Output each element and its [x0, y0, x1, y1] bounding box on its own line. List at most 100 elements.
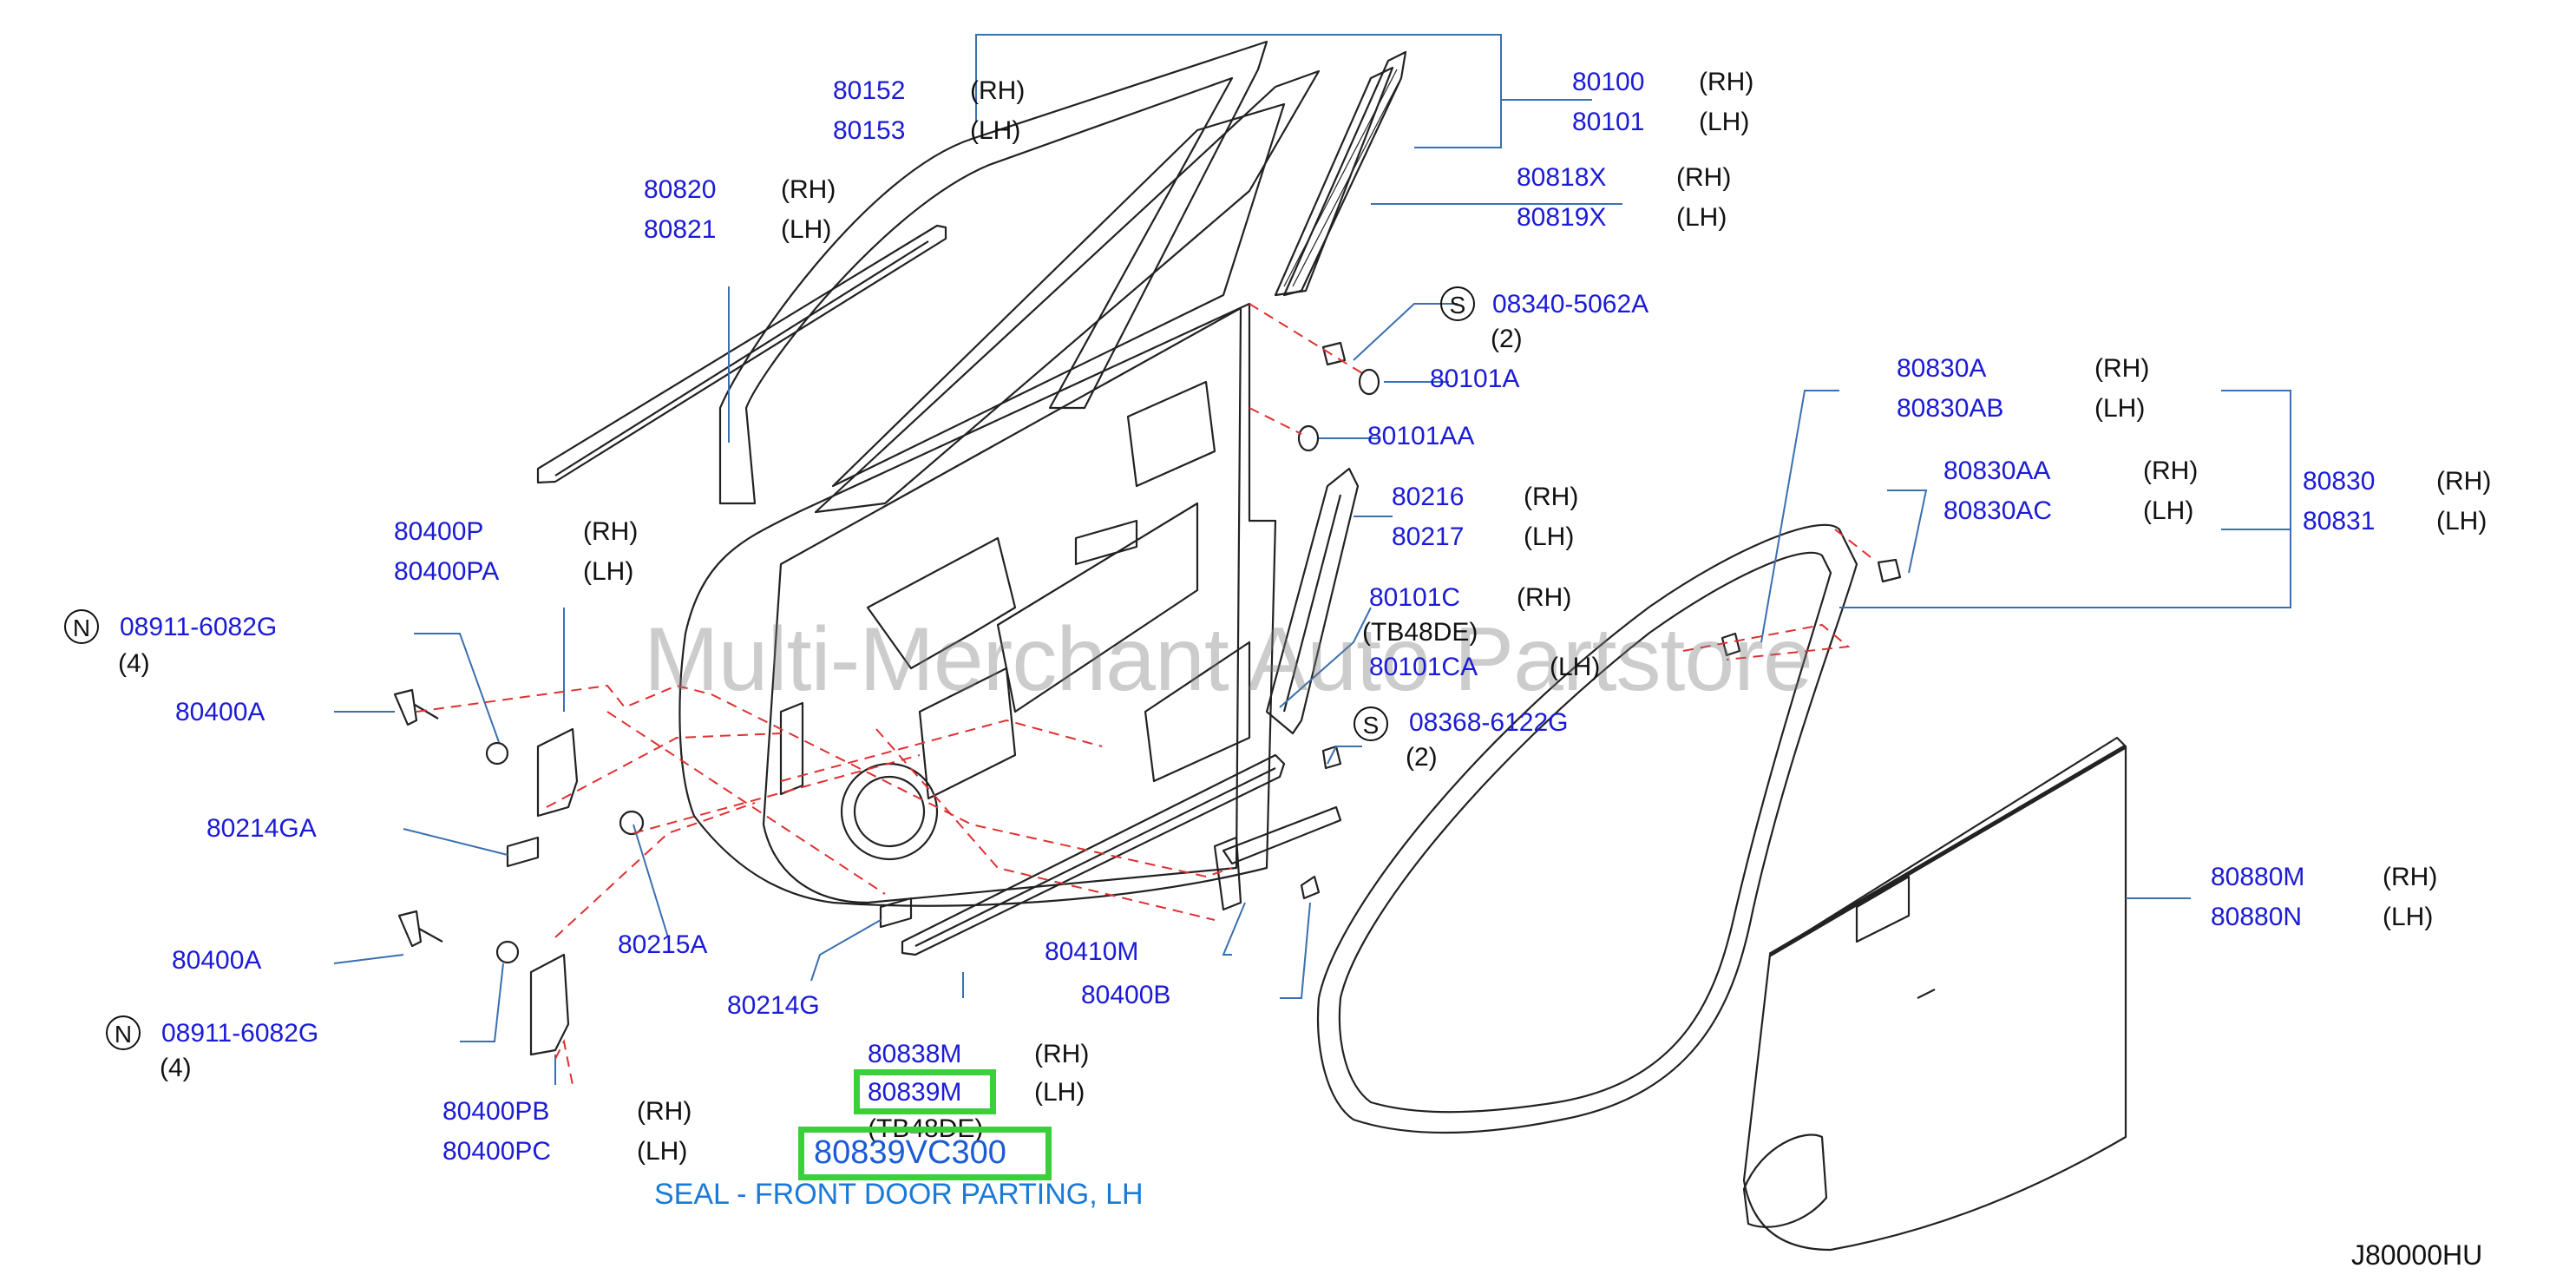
side-rh: (RH): [583, 517, 639, 546]
part-80410m[interactable]: 80410M: [1045, 937, 1139, 966]
part-80880n[interactable]: 80880N: [2211, 903, 2303, 931]
grommet-80101aa: [1297, 424, 1320, 452]
watermark: Multi-Merchant Auto Partstore: [644, 609, 1813, 710]
part-80820[interactable]: 80820: [644, 175, 717, 204]
side-rh: (RH): [2383, 863, 2438, 891]
part-80830aa[interactable]: 80830AA: [1943, 457, 2051, 485]
pad-80214ga: [506, 836, 540, 868]
highlight-box-80839m: [854, 1069, 996, 1114]
engine-note-tb48de: (TB48DE): [1362, 618, 1478, 647]
side-rh: (RH): [2143, 457, 2199, 485]
pad-80214g: [879, 897, 913, 929]
part-80839m[interactable]: 80839M: [868, 1078, 962, 1107]
part-08911-6082g-lower[interactable]: 08911-6082G: [161, 1019, 319, 1048]
grommet-80101a: [1358, 368, 1380, 396]
inner-weatherstrip: [901, 753, 1286, 956]
inner-door-panel: [762, 306, 1242, 904]
rear-sash-strip: [1274, 66, 1394, 297]
side-lh: (LH): [1524, 522, 1575, 551]
side-lh: (LH): [1676, 203, 1727, 232]
side-rh: (RH): [637, 1097, 692, 1126]
door-weatherstrip: [1316, 523, 1858, 1134]
part-80400pa[interactable]: 80400PA: [394, 557, 500, 586]
part-80101aa[interactable]: 80101AA: [1367, 422, 1475, 450]
part-80101a[interactable]: 80101A: [1430, 365, 1520, 393]
side-rh: (RH): [781, 175, 836, 204]
upper-hinge: [536, 727, 579, 818]
part-80101ca[interactable]: 80101CA: [1369, 653, 1478, 681]
side-rh: (RH): [1517, 583, 1572, 612]
rear-lower-channel: [1265, 467, 1360, 735]
part-80880m[interactable]: 80880M: [2211, 863, 2305, 891]
door-trim-panel: [1742, 736, 2127, 1252]
part-80100[interactable]: 80100: [1572, 68, 1645, 96]
side-lh: (LH): [637, 1137, 688, 1166]
selected-part-number[interactable]: 80839VC300: [814, 1134, 1006, 1171]
speaker-opening: [840, 762, 939, 861]
part-80838m[interactable]: 80838M: [868, 1040, 962, 1068]
s-mark: S: [1440, 286, 1475, 321]
part-80101c[interactable]: 80101C: [1369, 583, 1461, 612]
selected-part-description: SEAL - FRONT DOOR PARTING, LH: [654, 1178, 1144, 1211]
s-mark: S: [1354, 706, 1388, 741]
armrest-pocket: [1742, 1134, 1828, 1228]
part-08340-5062a[interactable]: 08340-5062A: [1492, 290, 1649, 319]
side-lh: (LH): [1699, 108, 1750, 136]
side-rh: (RH): [1699, 68, 1754, 96]
diagram-code: J80000HU: [2351, 1239, 2483, 1271]
part-80400b[interactable]: 80400B: [1081, 981, 1171, 1009]
part-80153[interactable]: 80153: [833, 116, 906, 145]
side-lh: (LH): [583, 557, 634, 586]
part-80214g[interactable]: 80214G: [727, 991, 820, 1020]
highlight-box-selected-part: [798, 1127, 1052, 1180]
side-rh: (RH): [2094, 354, 2150, 383]
side-lh: (LH): [2143, 496, 2194, 525]
qty-08340: (2): [1491, 325, 1523, 353]
door-checker: [1222, 805, 1342, 865]
part-80400a-upper[interactable]: 80400A: [175, 698, 265, 726]
part-80152[interactable]: 80152: [833, 76, 906, 105]
side-rh: (RH): [970, 76, 1026, 105]
part-80400a-lower[interactable]: 80400A: [172, 946, 262, 975]
door-sash-inner: [814, 69, 1321, 514]
part-80214ga[interactable]: 80214GA: [206, 814, 317, 843]
side-lh: (LH): [2383, 903, 2434, 931]
part-80400pc[interactable]: 80400PC: [442, 1137, 552, 1166]
qty-08368: (2): [1406, 743, 1438, 772]
door-sash-frame: [718, 40, 1268, 505]
part-80400p[interactable]: 80400P: [394, 517, 484, 546]
part-80216[interactable]: 80216: [1392, 483, 1465, 511]
side-lh: (LH): [970, 116, 1021, 145]
part-80819x[interactable]: 80819X: [1517, 203, 1607, 232]
part-80830a[interactable]: 80830A: [1897, 354, 1987, 383]
side-rh: (RH): [2436, 467, 2492, 496]
part-80215a[interactable]: 80215A: [618, 930, 708, 959]
n-mark: N: [106, 1015, 141, 1050]
qty-08911-lower: (4): [160, 1054, 192, 1082]
part-80818x[interactable]: 80818X: [1517, 163, 1607, 192]
door-glass: [831, 102, 1286, 488]
part-80830ac[interactable]: 80830AC: [1943, 496, 2053, 525]
side-rh: (RH): [1034, 1040, 1090, 1068]
part-08368-6122g[interactable]: 08368-6122G: [1409, 708, 1569, 737]
part-80830[interactable]: 80830: [2303, 467, 2376, 496]
side-lh: (LH): [1034, 1078, 1085, 1107]
bolt-group: [393, 341, 1902, 964]
part-80821[interactable]: 80821: [644, 215, 717, 244]
part-80830ab[interactable]: 80830AB: [1897, 394, 2004, 423]
lower-hinge: [529, 953, 570, 1056]
side-rh: (RH): [1676, 163, 1732, 192]
side-lh: (LH): [2436, 507, 2488, 536]
door-shell: [678, 302, 1277, 907]
side-rh: (RH): [1524, 483, 1579, 511]
belt-moulding: [536, 224, 947, 484]
part-80217[interactable]: 80217: [1392, 522, 1465, 551]
n-mark: N: [64, 609, 99, 644]
part-80831[interactable]: 80831: [2303, 507, 2376, 536]
side-lh: (LH): [781, 215, 832, 244]
part-80101[interactable]: 80101: [1572, 108, 1645, 136]
side-lh: (LH): [2094, 394, 2146, 423]
part-08911-6082g-upper[interactable]: 08911-6082G: [120, 613, 278, 641]
part-80400pb[interactable]: 80400PB: [442, 1097, 550, 1126]
